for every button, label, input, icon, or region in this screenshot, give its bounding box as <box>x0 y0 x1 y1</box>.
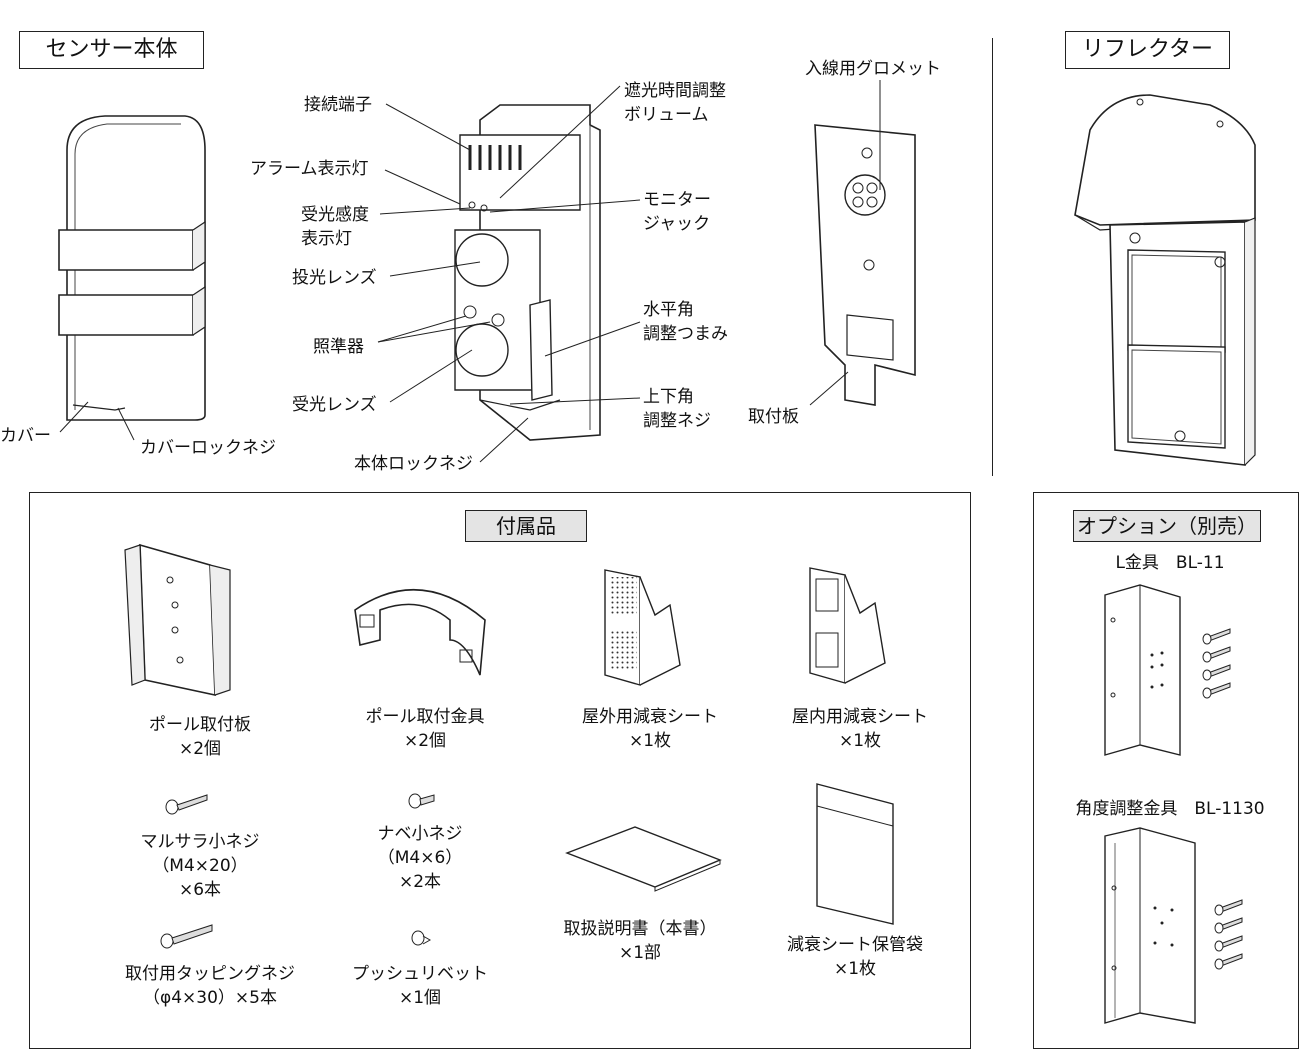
manual-illustration <box>565 825 725 895</box>
accessory-name: マルサラ小ネジ <box>140 832 260 852</box>
label-cover-lock-screw: カバーロックネジ <box>140 438 276 458</box>
label-grommet: 入線用グロメット <box>805 59 941 79</box>
push-rivet-icon <box>410 928 432 948</box>
accessory-outdoor-sheet: 屋外用減衰シート ×1枚 <box>570 705 730 753</box>
label-terminal: 接続端子 <box>304 95 372 115</box>
accessory-pan-screw: ナベ小ネジ （M4×6） ×2本 <box>350 822 490 894</box>
mount-plate-illustration <box>805 115 925 425</box>
accessory-storage-bag: 減衰シート保管袋 ×1枚 <box>770 933 940 981</box>
label-body-lock-screw: 本体ロックネジ <box>354 454 473 474</box>
accessory-name: 減衰シート保管袋 <box>787 935 923 955</box>
label-vertical-screw-line1: 上下角 <box>643 387 694 407</box>
label-shutter-volume-line2: ボリューム <box>624 105 709 125</box>
accessory-manual: 取扱説明書（本書） ×1部 <box>550 917 730 965</box>
accessory-name: 屋外用減衰シート <box>582 707 718 727</box>
label-monitor-jack-line1: モニター <box>643 190 711 210</box>
label-shutter-volume: 遮光時間調整 ボリューム <box>624 79 726 127</box>
accessories-panel <box>29 492 971 1049</box>
accessory-spec: （M4×6） <box>377 848 463 868</box>
accessory-name: ポール取付板 <box>149 715 251 735</box>
accessory-qty: ×1部 <box>618 943 662 963</box>
accessory-qty: ×1個 <box>398 988 442 1008</box>
label-sensitivity-lamp-line2: 表示灯 <box>301 229 352 249</box>
label-receiver-lens: 受光レンズ <box>292 395 377 415</box>
sensor-section-title: センサー本体 <box>19 31 204 69</box>
accessory-pole-mount-plate: ポール取付板 ×2個 <box>120 713 280 761</box>
label-vertical-screw: 上下角 調整ネジ <box>643 385 711 433</box>
label-horizontal-knob-line1: 水平角 <box>643 300 694 320</box>
accessory-name: 取付用タッピングネジ <box>125 964 295 984</box>
storage-bag-illustration <box>815 782 895 927</box>
accessories-title: 付属品 <box>465 510 587 542</box>
accessory-flat-screw: マルサラ小ネジ （M4×20） ×6本 <box>120 830 280 902</box>
label-alarm-lamp: アラーム表示灯 <box>250 159 369 179</box>
option-angle-bracket-label: 角度調整金具 BL-1130 <box>1075 799 1265 819</box>
accessory-qty: ×1枚 <box>838 731 882 751</box>
label-cover: カバー <box>0 426 51 446</box>
label-horizontal-knob: 水平角 調整つまみ <box>643 298 728 346</box>
sensor-cover-illustration <box>55 110 215 420</box>
accessory-indoor-sheet: 屋内用減衰シート ×1枚 <box>780 705 940 753</box>
accessory-push-rivet: プッシュリベット ×1個 <box>335 962 505 1010</box>
accessory-qty: ×2個 <box>403 731 447 751</box>
pan-screw-icon <box>408 790 438 810</box>
label-monitor-jack: モニター ジャック <box>643 188 711 236</box>
label-sensitivity-lamp-line1: 受光感度 <box>301 205 369 225</box>
label-horizontal-knob-line2: 調整つまみ <box>643 324 728 344</box>
outdoor-sheet-illustration <box>595 565 695 690</box>
accessory-qty: ×6本 <box>178 880 222 900</box>
accessory-qty: ×1枚 <box>628 731 672 751</box>
label-mount-plate: 取付板 <box>748 407 799 427</box>
label-emitter-lens: 投光レンズ <box>292 268 377 288</box>
reflector-illustration <box>1070 90 1265 470</box>
label-shutter-volume-line1: 遮光時間調整 <box>624 81 726 101</box>
accessory-qty: ×1枚 <box>833 959 877 979</box>
accessory-name: ナベ小ネジ <box>377 824 463 844</box>
accessory-tapping-screw: 取付用タッピングネジ （φ4×30）×5本 <box>100 962 320 1010</box>
indoor-sheet-illustration <box>800 563 900 688</box>
section-divider <box>992 38 993 476</box>
accessory-name: 取扱説明書（本書） <box>563 919 717 939</box>
label-monitor-jack-line2: ジャック <box>643 214 711 234</box>
reflector-section-title: リフレクター <box>1065 31 1230 69</box>
options-title: オプション（別売） <box>1073 510 1261 542</box>
l-bracket-illustration <box>1100 585 1240 765</box>
options-panel <box>1033 492 1299 1049</box>
accessory-spec: （M4×20） <box>152 856 248 876</box>
label-sensitivity-lamp: 受光感度 表示灯 <box>301 203 369 251</box>
pole-bracket-illustration <box>350 580 490 690</box>
flat-screw-icon <box>165 790 210 815</box>
accessory-name: 屋内用減衰シート <box>792 707 928 727</box>
accessory-qty: ×2個 <box>178 739 222 759</box>
label-vertical-screw-line2: 調整ネジ <box>643 411 711 431</box>
accessory-pole-bracket: ポール取付金具 ×2個 <box>340 705 510 753</box>
label-sight: 照準器 <box>313 337 364 357</box>
accessory-qty: ×2本 <box>398 872 442 892</box>
option-l-bracket-label: L金具 BL-11 <box>1115 553 1225 573</box>
accessory-spec-qty: （φ4×30）×5本 <box>143 988 277 1008</box>
pole-mount-plate-illustration <box>120 540 240 700</box>
accessory-name: ポール取付金具 <box>365 707 485 727</box>
angle-bracket-illustration <box>1100 828 1250 1028</box>
accessory-name: プッシュリベット <box>352 964 488 984</box>
tapping-screw-icon <box>160 922 215 950</box>
